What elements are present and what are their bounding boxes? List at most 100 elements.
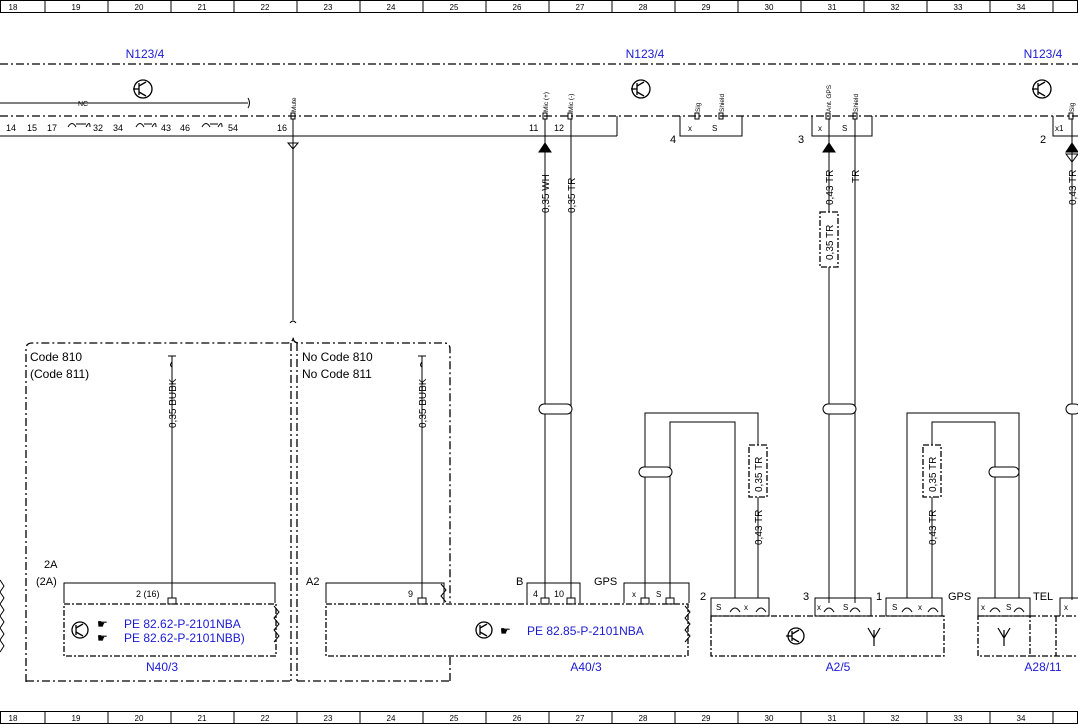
- pointing-hand-icon: ☛: [97, 631, 108, 645]
- col-24-bottom: 24: [387, 714, 396, 723]
- a40-3-component: A2 9 B 4 10 GPS x S ☛ PE 82.85-P-2101NBA…: [306, 576, 691, 674]
- wire-label-ant-b: 0,35 TR: [825, 225, 836, 260]
- n123-label-middle: N123/4: [626, 47, 665, 61]
- wire-label-bubk-left: 0,35 BUBK: [168, 378, 179, 428]
- pin-54: 54: [228, 123, 238, 133]
- wire-label-ant-a: 0,43 TR: [825, 170, 836, 205]
- col-26-bottom: 26: [513, 714, 522, 723]
- wire-label-gps-low: 0,43 TR: [928, 510, 939, 545]
- transistor-icon: [133, 79, 153, 99]
- col-28: 28: [639, 3, 648, 12]
- plug4-shield-label: Shield: [719, 94, 726, 112]
- col-20: 20: [135, 3, 144, 12]
- transistor-icon: [71, 621, 89, 639]
- col-22: 22: [261, 3, 270, 12]
- col-23: 23: [324, 3, 333, 12]
- wire-label-shield-box: 0,35 TR: [754, 457, 765, 492]
- code-810-label: Code 810: [30, 350, 82, 364]
- n40-3-component: 2A (2A) 2 (16) ☛ ☛ PE 82.62-P-2101NBA PE…: [36, 559, 280, 674]
- col-21: 21: [198, 3, 207, 12]
- a25-s2: S: [843, 603, 848, 612]
- top-ruler: 18 19 20 21 22 23 24 25 26 27 28 29 30 3…: [0, 0, 1078, 13]
- a28-x-edge: x: [1064, 603, 1068, 612]
- pin-43: 43: [161, 123, 171, 133]
- wire-label-right-edge: 0,43 TR: [1068, 170, 1078, 205]
- n123-label-left: N123/4: [126, 47, 165, 61]
- gps-tag: GPS: [594, 576, 617, 588]
- n40-id-alt: (2A): [36, 576, 57, 588]
- col-19-bottom: 19: [72, 714, 81, 723]
- a25-pin3: 3: [803, 591, 809, 603]
- code-811-label: (Code 811): [30, 367, 89, 381]
- connector-strip-left: 14 15 17 32 34 43 46 54 16 11 12: [0, 92, 618, 137]
- n40-ref-link-2[interactable]: PE 82.62-P-2101NBB): [124, 631, 245, 645]
- wires: [171, 119, 1078, 603]
- n40-id: 2A: [44, 559, 58, 571]
- n123-4-module: N123/4 N123/4 N123/4 NC 14: [0, 47, 1078, 146]
- col-20-bottom: 20: [135, 714, 144, 723]
- plug4-sig-label: Sig: [695, 102, 702, 112]
- b-tag: B: [516, 576, 523, 588]
- col-31-bottom: 31: [828, 714, 837, 723]
- plug3-number: 3: [798, 134, 804, 146]
- col-22-bottom: 22: [261, 714, 270, 723]
- plug4-number: 4: [670, 134, 676, 146]
- plug4-s: S: [712, 124, 717, 133]
- plug3-s: S: [842, 124, 847, 133]
- col-18: 18: [9, 3, 18, 12]
- a25-x1: x: [744, 603, 748, 612]
- wire-label-bubk-right: 0,35 BUBK: [418, 378, 429, 428]
- col-26: 26: [513, 3, 522, 12]
- no-code-810-label: No Code 810: [302, 350, 373, 364]
- pin-11: 11: [529, 123, 538, 133]
- col-31: 31: [828, 3, 837, 12]
- col-19: 19: [72, 3, 81, 12]
- wire-label-mic-plus: 0,35 WH: [541, 174, 552, 213]
- col-25-bottom: 25: [450, 714, 459, 723]
- a40-label: A40/3: [570, 660, 602, 674]
- plug3-shield-label: Shield: [853, 94, 860, 112]
- col-33: 33: [954, 3, 963, 12]
- transistor-icon: [1032, 79, 1052, 99]
- left-edge-component: [0, 579, 5, 653]
- a40-ref-link[interactable]: PE 82.85-P-2101NBA: [527, 624, 644, 638]
- transistor-icon: [631, 79, 651, 99]
- a2-tag: A2: [306, 576, 319, 588]
- col-23-bottom: 23: [324, 714, 333, 723]
- antenna-icon: [997, 627, 1011, 646]
- col-32: 32: [891, 3, 900, 12]
- pin-10: 10: [554, 589, 564, 599]
- col-30-bottom: 30: [765, 714, 774, 723]
- no-code-811-label: No Code 811: [302, 367, 372, 381]
- a25-pin1: 1: [876, 591, 882, 603]
- a25-s3: S: [892, 603, 897, 612]
- wire-label-ant-shield: TR: [851, 170, 862, 183]
- pointing-hand-icon: ☛: [97, 617, 108, 631]
- transistor-icon: [475, 621, 493, 639]
- a28-11-component: x S TEL x A28/11: [977, 591, 1078, 674]
- n123-label-right: N123/4: [1024, 47, 1063, 61]
- a25-x3: x: [918, 603, 922, 612]
- ant-gps-label: Ant. GPS: [826, 84, 833, 112]
- col-28-bottom: 28: [639, 714, 648, 723]
- a25-s1: S: [716, 603, 721, 612]
- n40-ref-link-1[interactable]: PE 82.62-P-2101NBA: [124, 617, 241, 631]
- col-27-bottom: 27: [576, 714, 585, 723]
- pin-34: 34: [113, 123, 123, 133]
- n40-pin: 2 (16): [136, 589, 160, 599]
- plug4-x: x: [688, 124, 692, 133]
- wire-label-shield-low: 0,43 TR: [754, 510, 765, 545]
- plug3-x: x: [818, 124, 822, 133]
- a28-label: A28/11: [1024, 660, 1061, 674]
- tel-tag: TEL: [1033, 591, 1053, 603]
- plug2-sig-label: Sig: [1069, 102, 1076, 112]
- pin-16: 16: [277, 123, 287, 133]
- pin-14: 14: [6, 123, 16, 133]
- col-32-bottom: 32: [891, 714, 900, 723]
- a2-5-component: 2 3 1 GPS S x x S S x A2/5: [700, 591, 971, 674]
- a25-label: A2/5: [826, 660, 851, 674]
- col-30: 30: [765, 3, 774, 12]
- plug2-x1: x1: [1055, 124, 1064, 133]
- pin-32: 32: [93, 123, 103, 133]
